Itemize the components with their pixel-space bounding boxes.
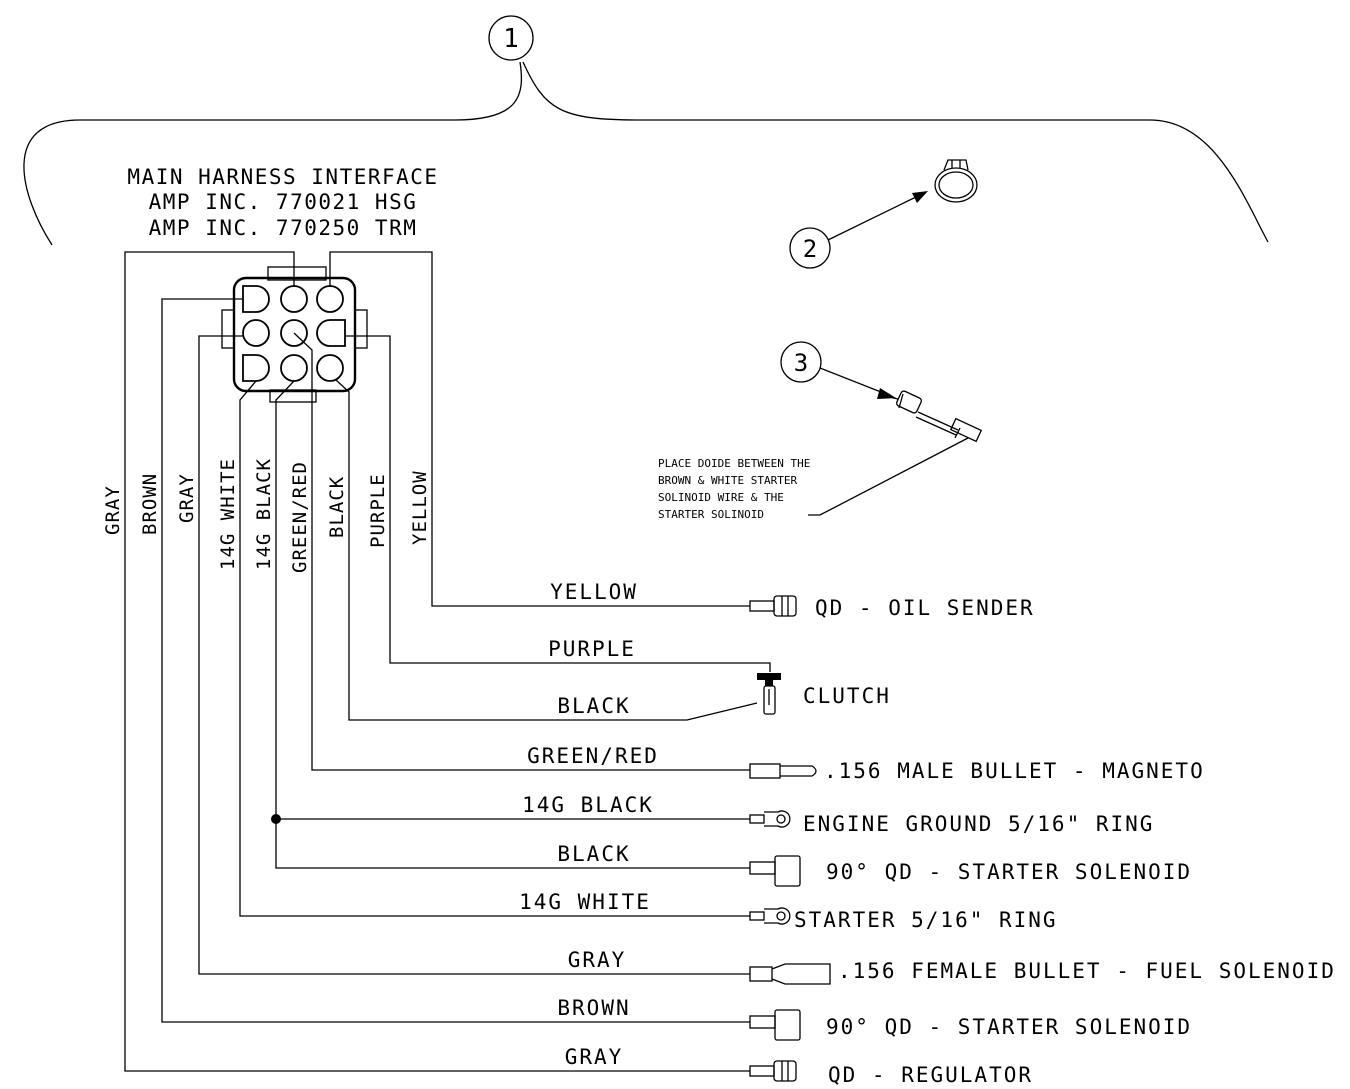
note-line-2: BROWN & WHITE STARTER (658, 474, 797, 487)
hlabel-black-starter: BLACK (557, 842, 630, 866)
connector-header: MAIN HARNESS INTERFACE AMP INC. 770021 H… (127, 165, 438, 240)
wire-gray-fuel (198, 335, 750, 975)
vlabel-yellow: YELLOW (409, 470, 431, 545)
vlabel-purple: PURPLE (367, 473, 389, 548)
callout-1: 1 (488, 15, 534, 61)
callout-3-number: 3 (794, 349, 808, 377)
note-line-4: STARTER SOLINOID (658, 508, 764, 521)
hlabel-green-red: GREEN/RED (527, 744, 659, 768)
hlabel-gray-regulator: GRAY (565, 1045, 624, 1069)
female-bullet-terminal (749, 963, 831, 985)
assembly-bracket (23, 61, 1269, 246)
diode-note: PLACE DOIDE BETWEEN THE BROWN & WHITE ST… (658, 437, 969, 521)
horizontal-wire-labels: YELLOW PURPLE BLACK GREEN/RED 14G BLACK … (519, 580, 659, 1069)
header-line-1: MAIN HARNESS INTERFACE (127, 165, 438, 189)
qd-oil-sender-terminal (749, 595, 797, 617)
note-line-3: SOLINOID WIRE & THE (658, 491, 784, 504)
hlabel-yellow: YELLOW (550, 580, 638, 604)
diode-icon (884, 390, 983, 443)
wire-gray-regulator (124, 251, 750, 1072)
qd90-starter-terminal-2 (749, 1009, 801, 1041)
tlabel-fuel-solenoid: .156 FEMALE BULLET - FUEL SOLENOID (838, 959, 1336, 983)
wire-14g-white (239, 380, 750, 917)
junction-dot (271, 814, 281, 824)
vlabel-gray-1: GRAY (102, 485, 124, 535)
vlabel-brown: BROWN (139, 473, 161, 535)
vlabel-gray-2: GRAY (176, 473, 198, 523)
wire-green-red (293, 332, 750, 771)
hlabel-purple: PURPLE (548, 637, 636, 661)
tlabel-oil-sender: QD - OIL SENDER (815, 596, 1035, 620)
callout-1-number: 1 (503, 24, 519, 54)
main-harness-connector (221, 266, 368, 403)
terminal-labels: QD - OIL SENDER CLUTCH .156 MALE BULLET … (794, 596, 1336, 1087)
qd-regulator-terminal (749, 1060, 797, 1082)
clutch-switch-terminal (757, 673, 781, 715)
wire-yellow (329, 251, 750, 607)
hlabel-gray-fuel: GRAY (568, 948, 627, 972)
tlabel-engine-ground: ENGINE GROUND 5/16" RING (803, 812, 1154, 836)
tlabel-starter-solenoid-2: 90° QD - STARTER SOLENOID (826, 1015, 1192, 1039)
wire-runs (124, 251, 771, 1072)
header-line-3: AMP INC. 770250 TRM (149, 216, 418, 240)
vertical-wire-labels: GRAY BROWN GRAY 14G WHITE 14G BLACK GREE… (102, 458, 431, 573)
callout-2: 2 (789, 191, 928, 269)
hose-clamp-icon (934, 159, 978, 203)
wire-black-clutch (335, 379, 758, 721)
qd90-starter-terminal-1 (749, 855, 801, 887)
tlabel-starter-ring: STARTER 5/16" RING (794, 908, 1058, 932)
vlabel-black: BLACK (326, 476, 348, 538)
header-line-2: AMP INC. 770021 HSG (149, 190, 418, 214)
vlabel-14g-black: 14G BLACK (253, 458, 275, 570)
hlabel-14g-black: 14G BLACK (522, 793, 654, 817)
tlabel-magneto: .156 MALE BULLET - MAGNETO (824, 759, 1205, 783)
wire-14g-black (275, 380, 750, 869)
hlabel-brown: BROWN (557, 996, 630, 1020)
tlabel-starter-solenoid-1: 90° QD - STARTER SOLENOID (826, 860, 1192, 884)
hlabel-black-clutch: BLACK (557, 694, 630, 718)
starter-ring-terminal (749, 907, 791, 925)
hlabel-14g-white: 14G WHITE (519, 890, 651, 914)
engine-ground-ring-terminal (749, 810, 791, 828)
wire-brown (161, 298, 750, 1023)
vlabel-14g-white: 14G WHITE (217, 458, 239, 570)
terminals (749, 595, 831, 1082)
tlabel-regulator: QD - REGULATOR (828, 1063, 1033, 1087)
wire-purple (345, 335, 771, 672)
male-bullet-terminal (749, 763, 817, 779)
vlabel-green-red: GREEN/RED (289, 461, 311, 573)
callout-3: 3 (780, 341, 896, 399)
callout-2-number: 2 (803, 235, 817, 263)
tlabel-clutch: CLUTCH (803, 684, 891, 708)
note-line-1: PLACE DOIDE BETWEEN THE (658, 457, 810, 470)
